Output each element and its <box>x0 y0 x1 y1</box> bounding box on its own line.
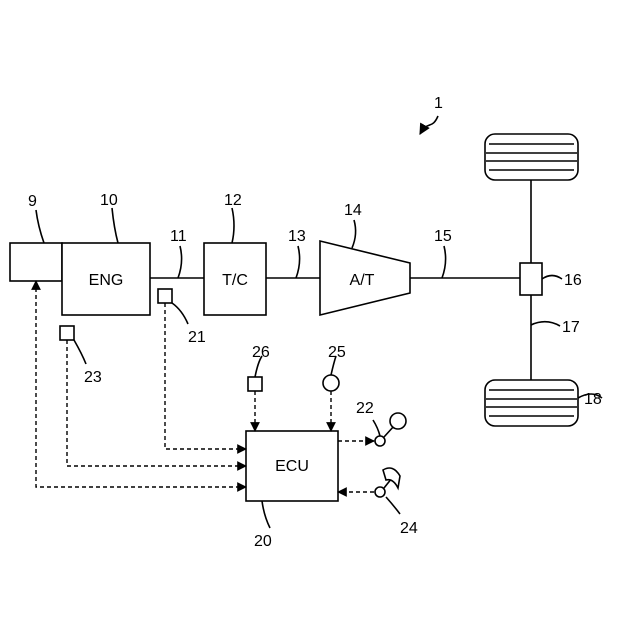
ref-13: 13 <box>288 228 306 245</box>
transmission-label: A/T <box>350 272 375 289</box>
leader-11 <box>178 246 182 278</box>
leader-21 <box>172 303 188 324</box>
ref-system: 1 <box>434 95 443 112</box>
leader-16 <box>542 276 562 280</box>
ref-15: 15 <box>434 228 452 245</box>
ref-24: 24 <box>400 520 418 537</box>
ref-21: 21 <box>188 329 206 346</box>
leader-24 <box>386 497 400 514</box>
leader-10 <box>112 208 118 243</box>
ref-9: 9 <box>28 193 37 210</box>
ecu-label: ECU <box>275 458 309 475</box>
sensor-26 <box>248 377 262 391</box>
leader-22 <box>373 420 380 436</box>
engine-label: ENG <box>89 272 124 289</box>
leader-17 <box>531 322 560 326</box>
ref-system-arrow <box>420 116 438 134</box>
ref-11: 11 <box>170 228 187 245</box>
leader-13 <box>296 246 300 278</box>
leader-12 <box>232 208 234 243</box>
box-9 <box>10 243 62 281</box>
ref-26: 26 <box>252 344 270 361</box>
signal-23 <box>67 340 246 466</box>
ref-14: 14 <box>344 202 362 219</box>
ref-25: 25 <box>328 344 346 361</box>
sensor-21 <box>158 289 172 303</box>
ref-17: 17 <box>562 319 580 336</box>
pedal-24-pivot <box>375 487 385 497</box>
ref-23: 23 <box>84 369 102 386</box>
leader-23 <box>74 340 86 364</box>
leader-14 <box>352 220 356 248</box>
actuator-22-knob <box>390 413 406 429</box>
sensor-25 <box>323 375 339 391</box>
ref-22: 22 <box>356 400 374 417</box>
wheel-upper <box>485 134 578 180</box>
ref-16: 16 <box>564 272 582 289</box>
wheel-lower <box>485 380 578 426</box>
ref-20: 20 <box>254 533 272 550</box>
actuator-22-pivot <box>375 436 385 446</box>
signal-21 <box>165 303 246 449</box>
ref-10: 10 <box>100 192 118 209</box>
torque-converter-label: T/C <box>222 272 248 289</box>
leader-9 <box>36 210 44 243</box>
differential-16 <box>520 263 542 295</box>
sensor-23 <box>60 326 74 340</box>
leader-15 <box>442 246 446 278</box>
ref-12: 12 <box>224 192 242 209</box>
leader-20 <box>262 501 270 528</box>
ref-18: 18 <box>584 391 602 408</box>
